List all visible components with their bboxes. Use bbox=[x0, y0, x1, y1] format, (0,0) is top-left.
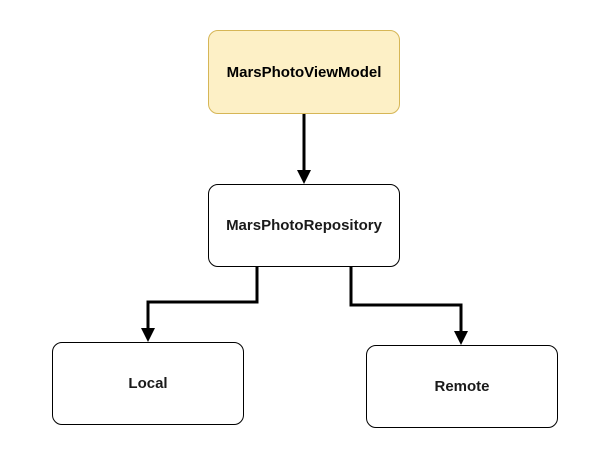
node-mars-photo-repository[interactable]: MarsPhotoRepository bbox=[208, 184, 400, 267]
node-local[interactable]: Local bbox=[52, 342, 244, 425]
node-label: Remote bbox=[434, 378, 490, 395]
arrowhead-local bbox=[141, 328, 155, 342]
node-label: MarsPhotoRepository bbox=[226, 217, 382, 234]
node-remote[interactable]: Remote bbox=[366, 345, 558, 428]
arrowhead-remote bbox=[454, 331, 468, 345]
edge-repository-to-remote bbox=[349, 267, 463, 332]
node-label: MarsPhotoViewModel bbox=[226, 63, 382, 81]
node-label: Local bbox=[128, 375, 168, 392]
node-mars-photo-view-model[interactable]: MarsPhotoViewModel bbox=[208, 30, 400, 114]
edge-repository-to-local bbox=[146, 267, 259, 329]
arrowhead-repository bbox=[297, 170, 311, 184]
